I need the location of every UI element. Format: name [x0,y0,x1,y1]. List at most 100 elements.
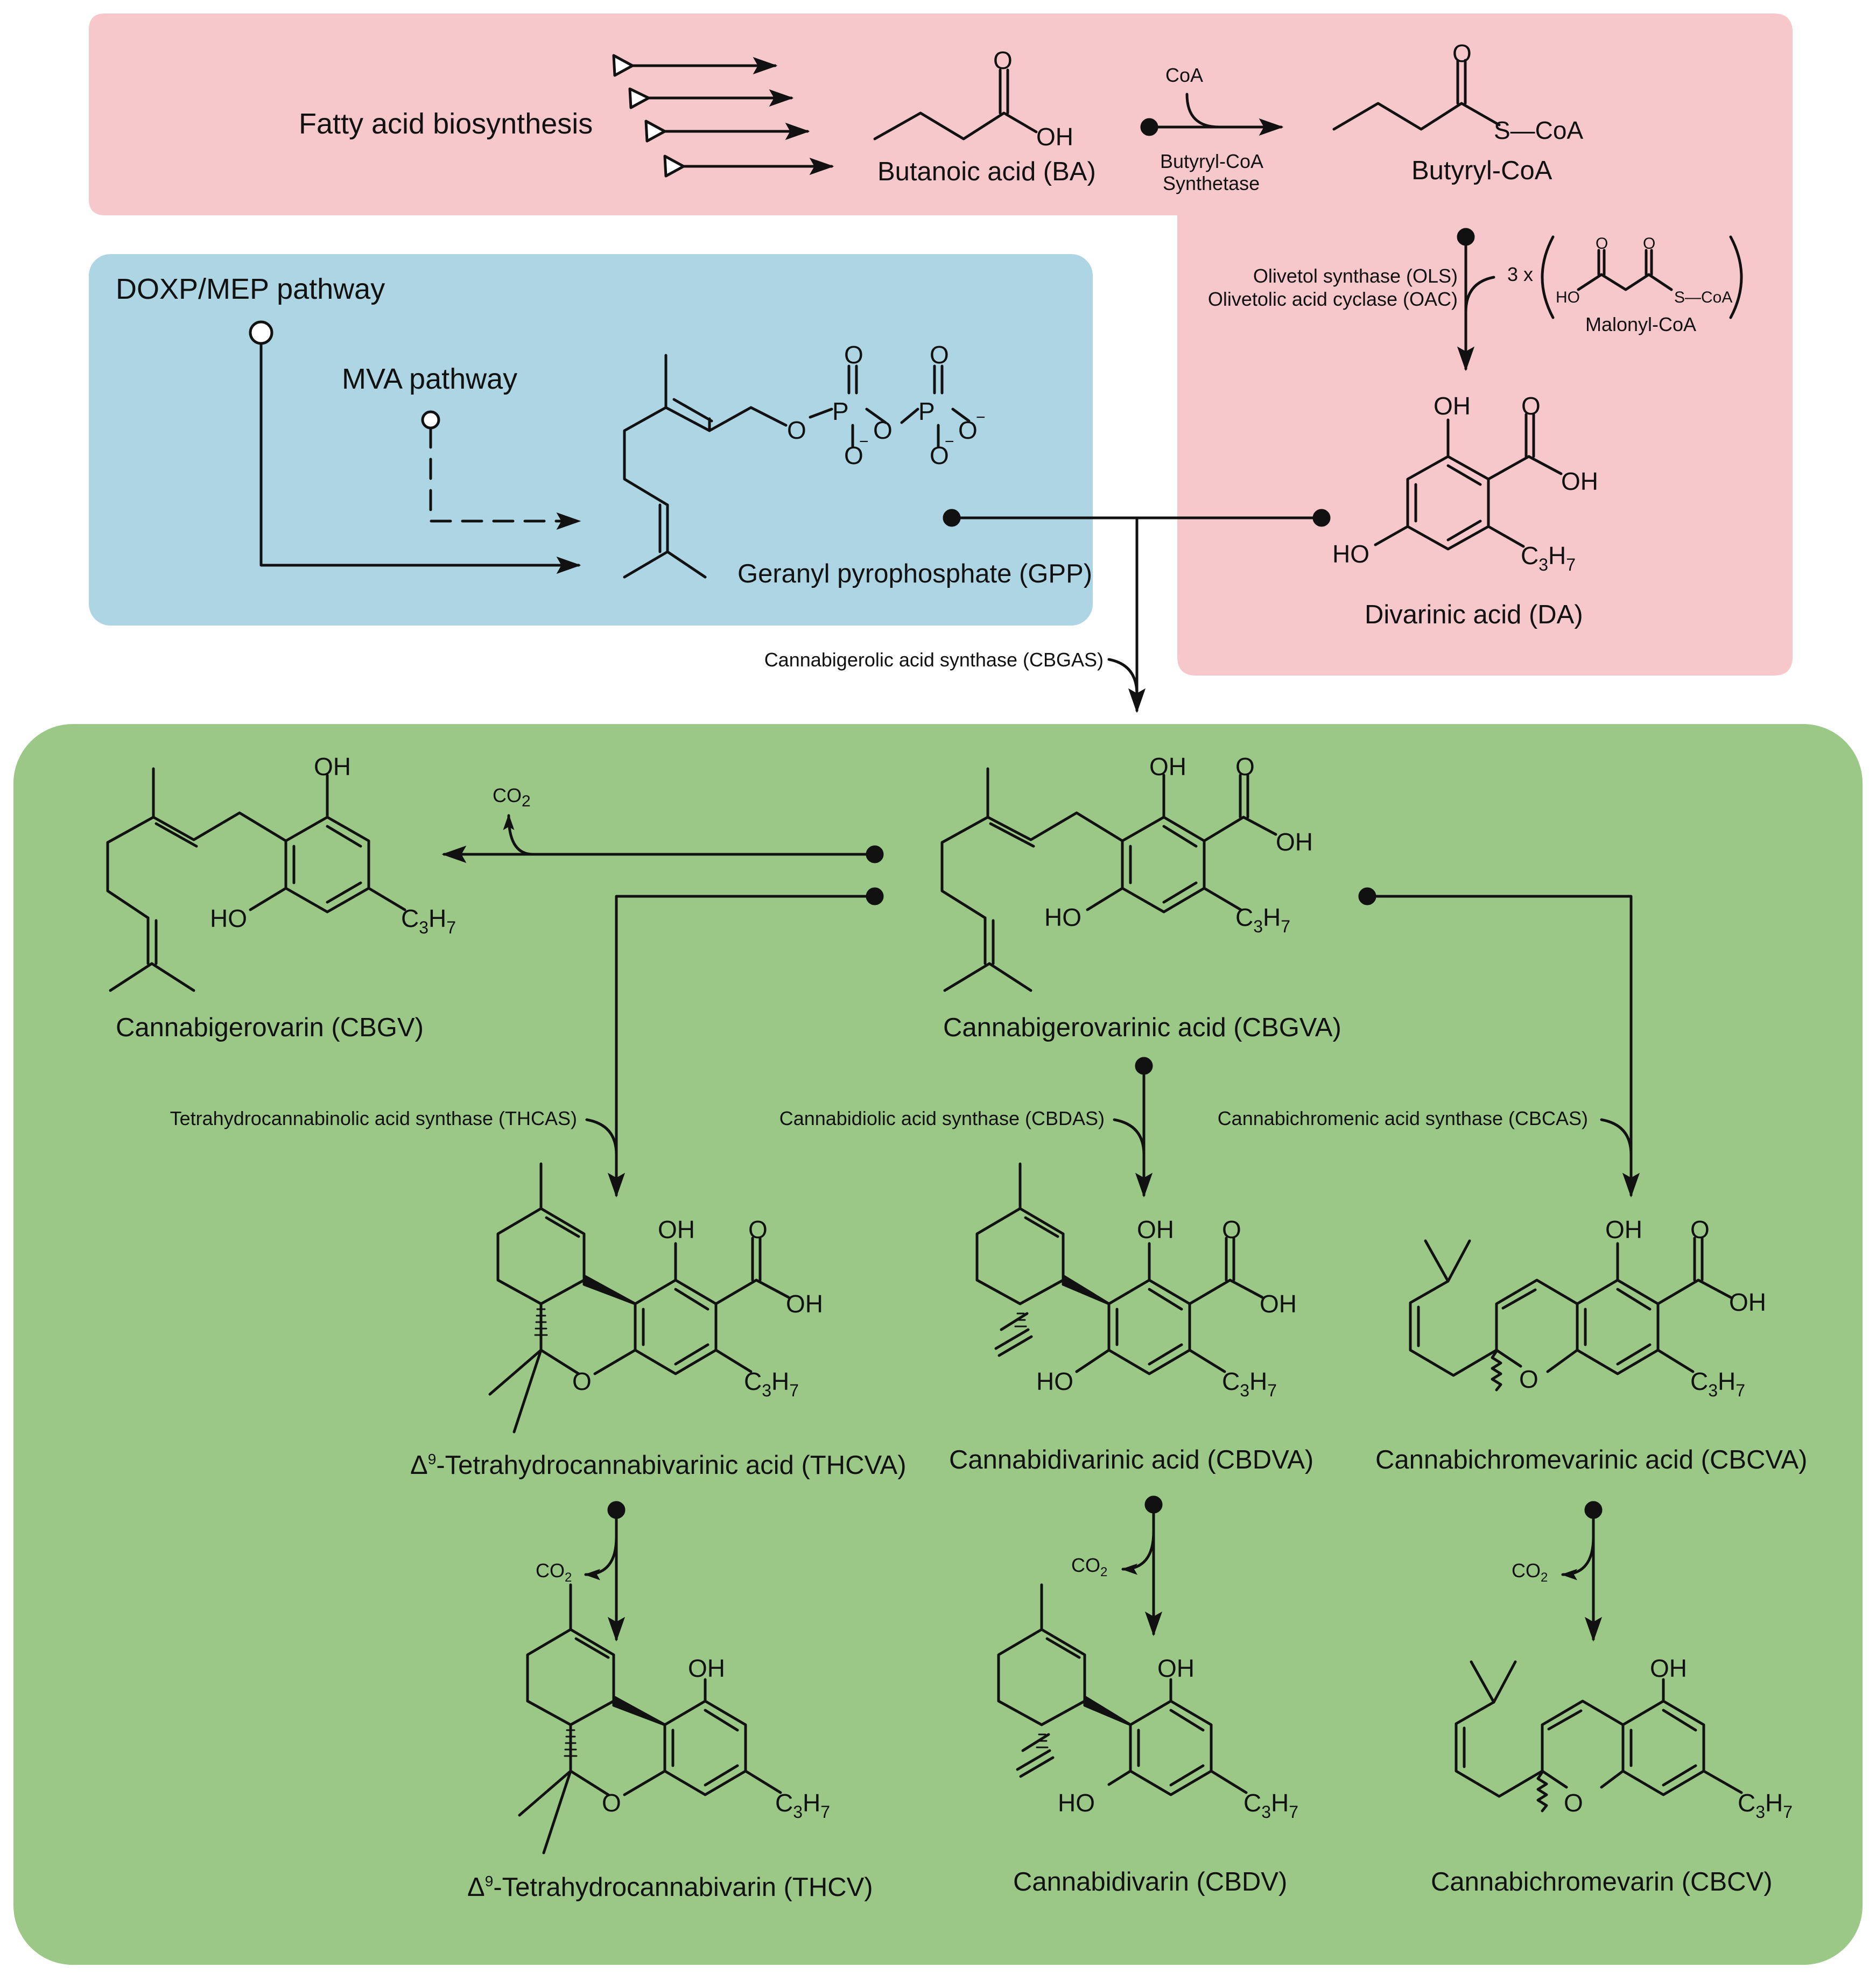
oac-label: Olivetolic acid cyclase (OAC) [1208,288,1458,310]
cbgv-structure [106,767,406,992]
ols-oac-arrow [1457,228,1495,371]
cbcv-label: Cannabichromevarin (CBCV) [1431,1867,1773,1896]
cbgva-oh-acid: OH [1276,828,1313,856]
gpp-minus2: − [945,433,954,451]
da-oh-top: OH [1434,392,1471,420]
decarboxylation-cbdva-arrow [1121,1495,1163,1636]
gpp-o3: O [844,441,863,469]
terpenoid-region [89,254,1093,626]
cbcva-label: Cannabichromevarinic acid (CBCVA) [1375,1445,1807,1474]
cbgva-ho: HO [1044,903,1081,931]
thcva-label: Δ9-Tetrahydrocannabivarinic acid (THCVA) [410,1451,907,1480]
da-label: Divarinic acid (DA) [1365,600,1583,629]
cbdv-oh: OH [1157,1654,1195,1682]
decarboxylation-cbgva-arrow [441,814,884,863]
gpp-o5: O [930,341,949,369]
decarboxylation-thcva-arrow [584,1501,626,1642]
cbgva-oxygen: O [1235,753,1255,781]
gpp-o2: O [844,341,863,369]
cannabinoid-region [13,724,1863,1965]
cbgva-oh: OH [1149,753,1186,781]
butanoic-acid-structure [873,68,1038,141]
cbdas-label: Cannabidiolic acid synthase (CBDAS) [779,1107,1105,1129]
malonyl-o1: O [1596,235,1608,252]
cbdv-label: Cannabidivarin (CBDV) [1013,1867,1287,1896]
cbgva-propyl: C3H7 [1235,903,1290,936]
co2-thcva: CO2 [536,1559,572,1585]
thcas-arrow [585,887,884,1198]
gpp-structure [623,354,971,579]
three-x-label: 3 x [1507,263,1533,285]
cbcva-structure [1409,1237,1732,1392]
cbgas-arrow [943,509,1331,713]
cbdva-oh-acid: OH [1260,1290,1297,1318]
cbcva-oh: OH [1605,1216,1642,1244]
cbcv-structure [1455,1660,1743,1813]
butyryl-synthetase-arrow [1140,93,1284,136]
cbdva-propyl: C3H7 [1222,1367,1277,1400]
thcas-label: Tetrahydrocannabinolic acid synthase (TH… [170,1107,577,1129]
cbdva-hash-bond [1014,1312,1027,1327]
cbcas-label: Cannabichromenic acid synthase (CBCAS) [1218,1107,1588,1129]
cbdv-propyl: C3H7 [1243,1789,1298,1822]
cbgv-oh: OH [314,753,351,781]
cbgv-ho: HO [210,904,247,932]
cbdva-ho: HO [1036,1367,1073,1395]
cbdv-structure [997,1583,1248,1796]
butyryl-synthetase-label-1: Butyryl-CoA [1160,150,1263,172]
gpp-minus1: − [859,433,869,451]
gpp-minus3: − [976,409,986,426]
butanoic-acid-label: Butanoic acid (BA) [877,157,1096,186]
gpp-o4: O [873,416,893,444]
gpp-o1: O [787,416,806,444]
da-oxygen: O [1521,392,1541,420]
gpp-o6: O [930,441,949,469]
doxp-mep-arrow [249,320,581,574]
thcva-oh: OH [658,1216,695,1244]
cbcv-propyl: C3H7 [1738,1789,1793,1822]
thcv-hash-bond [564,1729,578,1757]
cbdva-label: Cannabidivarinic acid (CBDVA) [949,1445,1313,1474]
cbgv-label: Cannabigerovarin (CBGV) [116,1013,424,1042]
cbgv-propyl: C3H7 [401,904,456,937]
butanoic-oxygen: O [993,46,1013,74]
gpp-p1: P [832,397,849,425]
co2-cbdva: CO2 [1071,1554,1107,1579]
malonyl-coa-structure [1541,235,1743,319]
gpp-o7: O [958,416,978,444]
butyryl-coa-oxygen: O [1452,39,1472,67]
butyryl-coa-s-coa: S—CoA [1494,116,1583,144]
thcva-oh-acid: OH [786,1290,823,1318]
butyryl-coa-label: Butyryl-CoA [1411,156,1552,185]
co2-cbcva: CO2 [1512,1559,1548,1585]
thcva-ring-o: O [572,1367,592,1395]
cbcva-ring-o: O [1519,1365,1538,1393]
malonyl-o2: O [1643,235,1655,252]
butyryl-coa-structure [1332,59,1501,131]
cbcv-oh: OH [1650,1654,1687,1682]
thcv-oh: OH [688,1654,725,1682]
gpp-label: Geranyl pyrophosphate (GPP) [737,559,1092,588]
thcv-ring-o: O [602,1789,621,1817]
mva-arrow [421,410,581,530]
cbgas-label: Cannabigerolic acid synthase (CBGAS) [764,649,1104,671]
cbgva-label: Cannabigerovarinic acid (CBGVA) [943,1013,1341,1042]
fatty-acid-label: Fatty acid biosynthesis [299,108,593,140]
co2-cbgv: CO2 [493,784,531,810]
gpp-p2: P [918,397,935,425]
cbcva-oxygen: O [1690,1216,1710,1244]
da-propyl: C3H7 [1521,542,1576,574]
cbdva-structure [975,1162,1264,1375]
cbdas-arrow [1113,1057,1153,1198]
doxp-mep-label: DOXP/MEP pathway [116,273,385,305]
divarinic-acid-structure [1374,413,1563,551]
cbdv-hash-bond [1036,1733,1049,1748]
thcva-structure [488,1162,790,1434]
cbdv-ho: HO [1058,1789,1095,1817]
fatty-acid-arrows [612,54,834,178]
butyryl-synthetase-label-2: Synthetase [1163,172,1260,194]
butanoic-oh: OH [1036,123,1073,151]
cbcva-oh-acid: OH [1729,1288,1766,1316]
cbgva-structure [940,767,1277,992]
